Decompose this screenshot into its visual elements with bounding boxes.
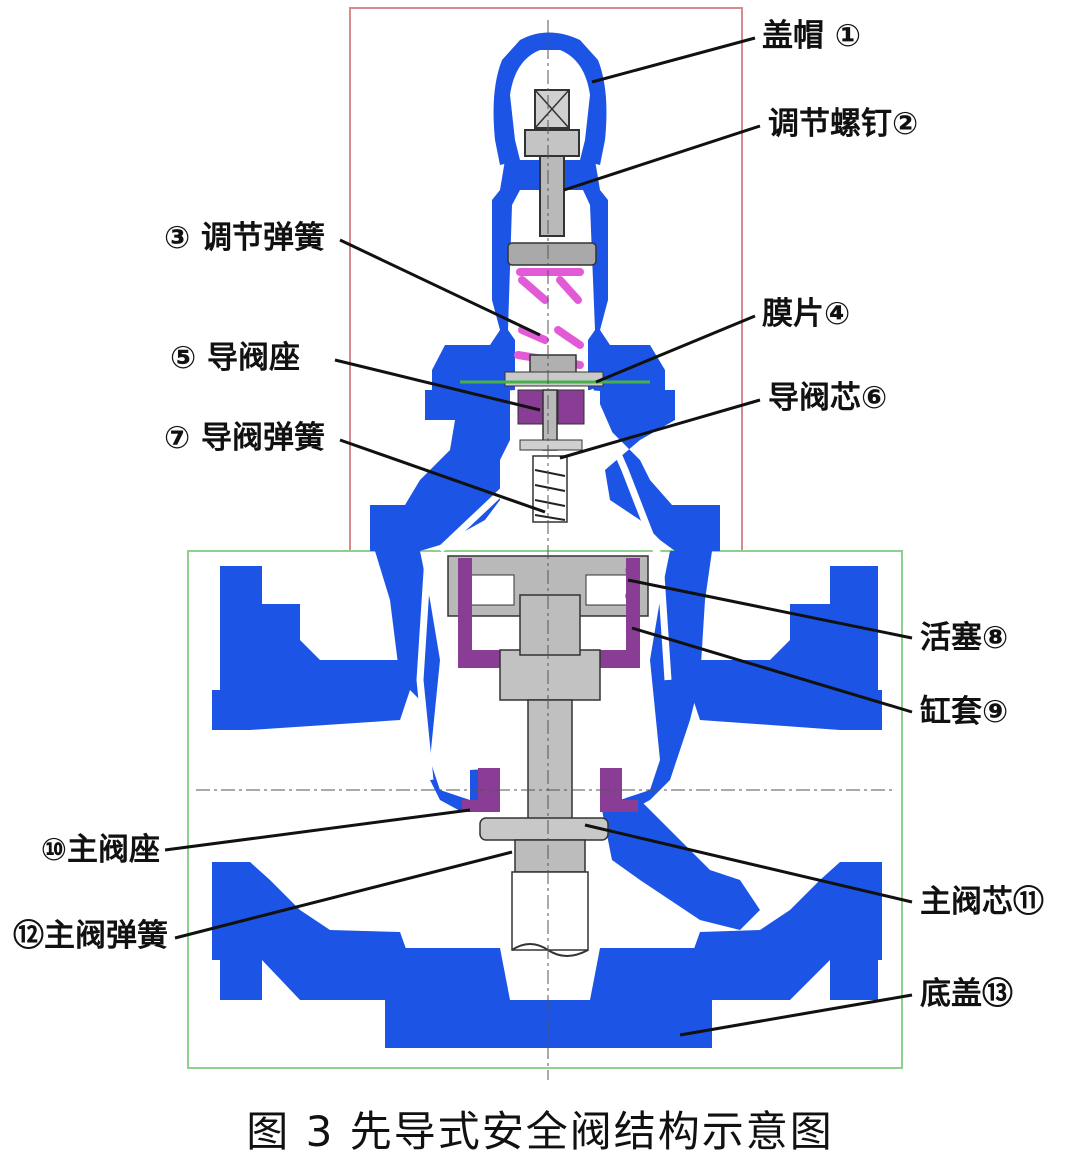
callout-12: ⑫主阀弹簧 — [13, 918, 168, 954]
callout-10: ⑩主阀座 — [41, 832, 160, 868]
pilot-passages — [416, 388, 672, 781]
centerlines — [196, 20, 896, 1080]
adjusting-spring — [514, 268, 584, 369]
pilot-spring — [532, 455, 568, 523]
callout-11: 主阀芯⑪ — [920, 884, 1044, 920]
main-section-frame — [187, 550, 903, 1069]
callout-4: 膜片④ — [762, 296, 850, 332]
callout-9: 缸套⑨ — [920, 694, 1008, 730]
main-disc — [479, 817, 609, 873]
pilot-disc — [519, 389, 583, 451]
main-stem — [499, 594, 601, 821]
main-spring — [511, 871, 589, 957]
cylinder-sleeve — [458, 558, 640, 668]
callout-1: 盖帽 ① — [762, 18, 861, 54]
diaphragm-and-stem — [460, 354, 650, 387]
callout-3: ③ 调节弹簧 — [164, 220, 325, 256]
callout-2: 调节螺钉② — [768, 106, 918, 142]
adjusting-screw — [507, 89, 597, 266]
callout-13: 底盖⑬ — [920, 976, 1013, 1012]
callout-8: 活塞⑧ — [920, 620, 1008, 656]
leader-lines — [164, 36, 913, 1037]
callout-7: ⑦ 导阀弹簧 — [164, 420, 325, 456]
callout-6: 导阀芯⑥ — [768, 380, 887, 416]
pilot-valve-body — [370, 32, 720, 551]
callout-labels: 盖帽 ① 调节螺钉② ③ 调节弹簧 膜片④ ⑤ 导阀座 导阀芯⑥ ⑦ 导阀弹簧 … — [13, 18, 1044, 1012]
figure-caption: 图 3 先导式安全阀结构示意图 — [246, 1107, 834, 1156]
callout-5: ⑤ 导阀座 — [170, 340, 300, 376]
